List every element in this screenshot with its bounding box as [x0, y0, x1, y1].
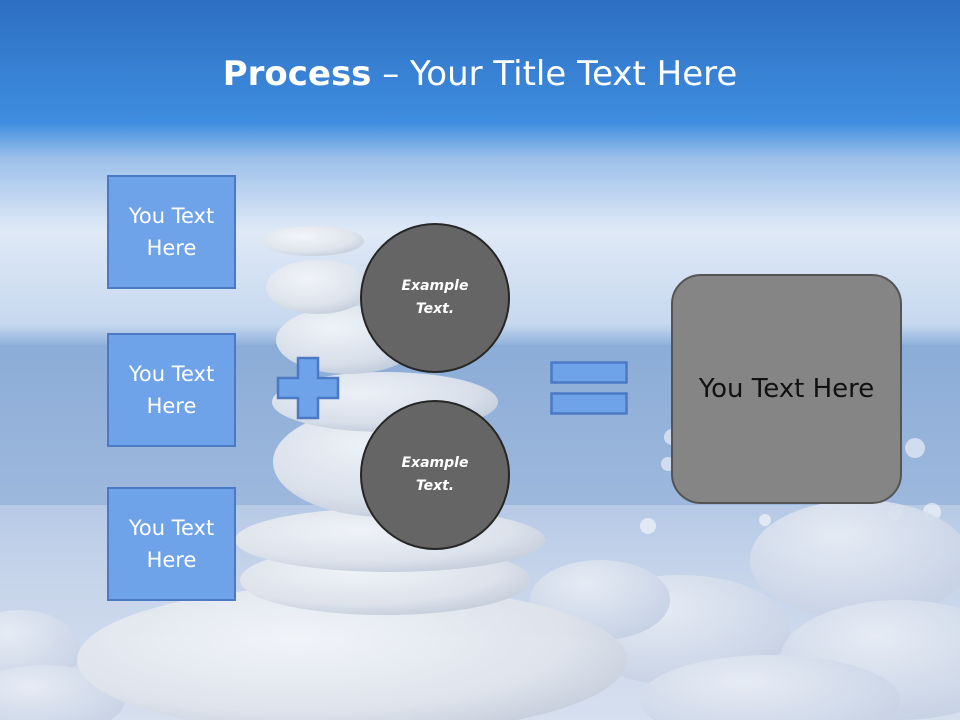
text-box-line1: You Text	[128, 204, 215, 228]
title-rest: – Your Title Text Here	[371, 54, 738, 94]
result-text: You Text Here	[698, 374, 875, 404]
text-box-line2: Here	[146, 548, 197, 572]
example-circle-1[interactable]: Example Text.	[360, 223, 510, 373]
text-box-line1: You Text	[128, 362, 215, 386]
circle-line1: Example	[401, 455, 469, 471]
text-box-line2: Here	[146, 236, 197, 260]
circle-line2: Text.	[415, 478, 455, 494]
title-bold: Process	[222, 54, 372, 94]
text-box-content: You Text Here	[129, 200, 214, 264]
plus-icon[interactable]	[276, 356, 340, 420]
example-circle-2[interactable]: Example Text.	[360, 400, 510, 550]
result-box[interactable]: You Text Here	[671, 274, 902, 504]
text-box-2[interactable]: You Text Here	[107, 333, 236, 447]
text-box-line2: Here	[146, 394, 197, 418]
text-box-3[interactable]: You Text Here	[107, 487, 236, 601]
circle-line2: Text.	[415, 301, 455, 317]
text-box-content: You Text Here	[129, 512, 214, 576]
text-box-1[interactable]: You Text Here	[107, 175, 236, 289]
text-box-content: You Text Here	[129, 358, 214, 422]
equals-icon[interactable]	[550, 361, 628, 415]
page-title: Process – Your Title Text Here	[0, 52, 960, 96]
circle-content: Example Text.	[402, 452, 469, 498]
circle-content: Example Text.	[402, 275, 469, 321]
text-box-line1: You Text	[128, 516, 215, 540]
circle-line1: Example	[401, 278, 469, 294]
